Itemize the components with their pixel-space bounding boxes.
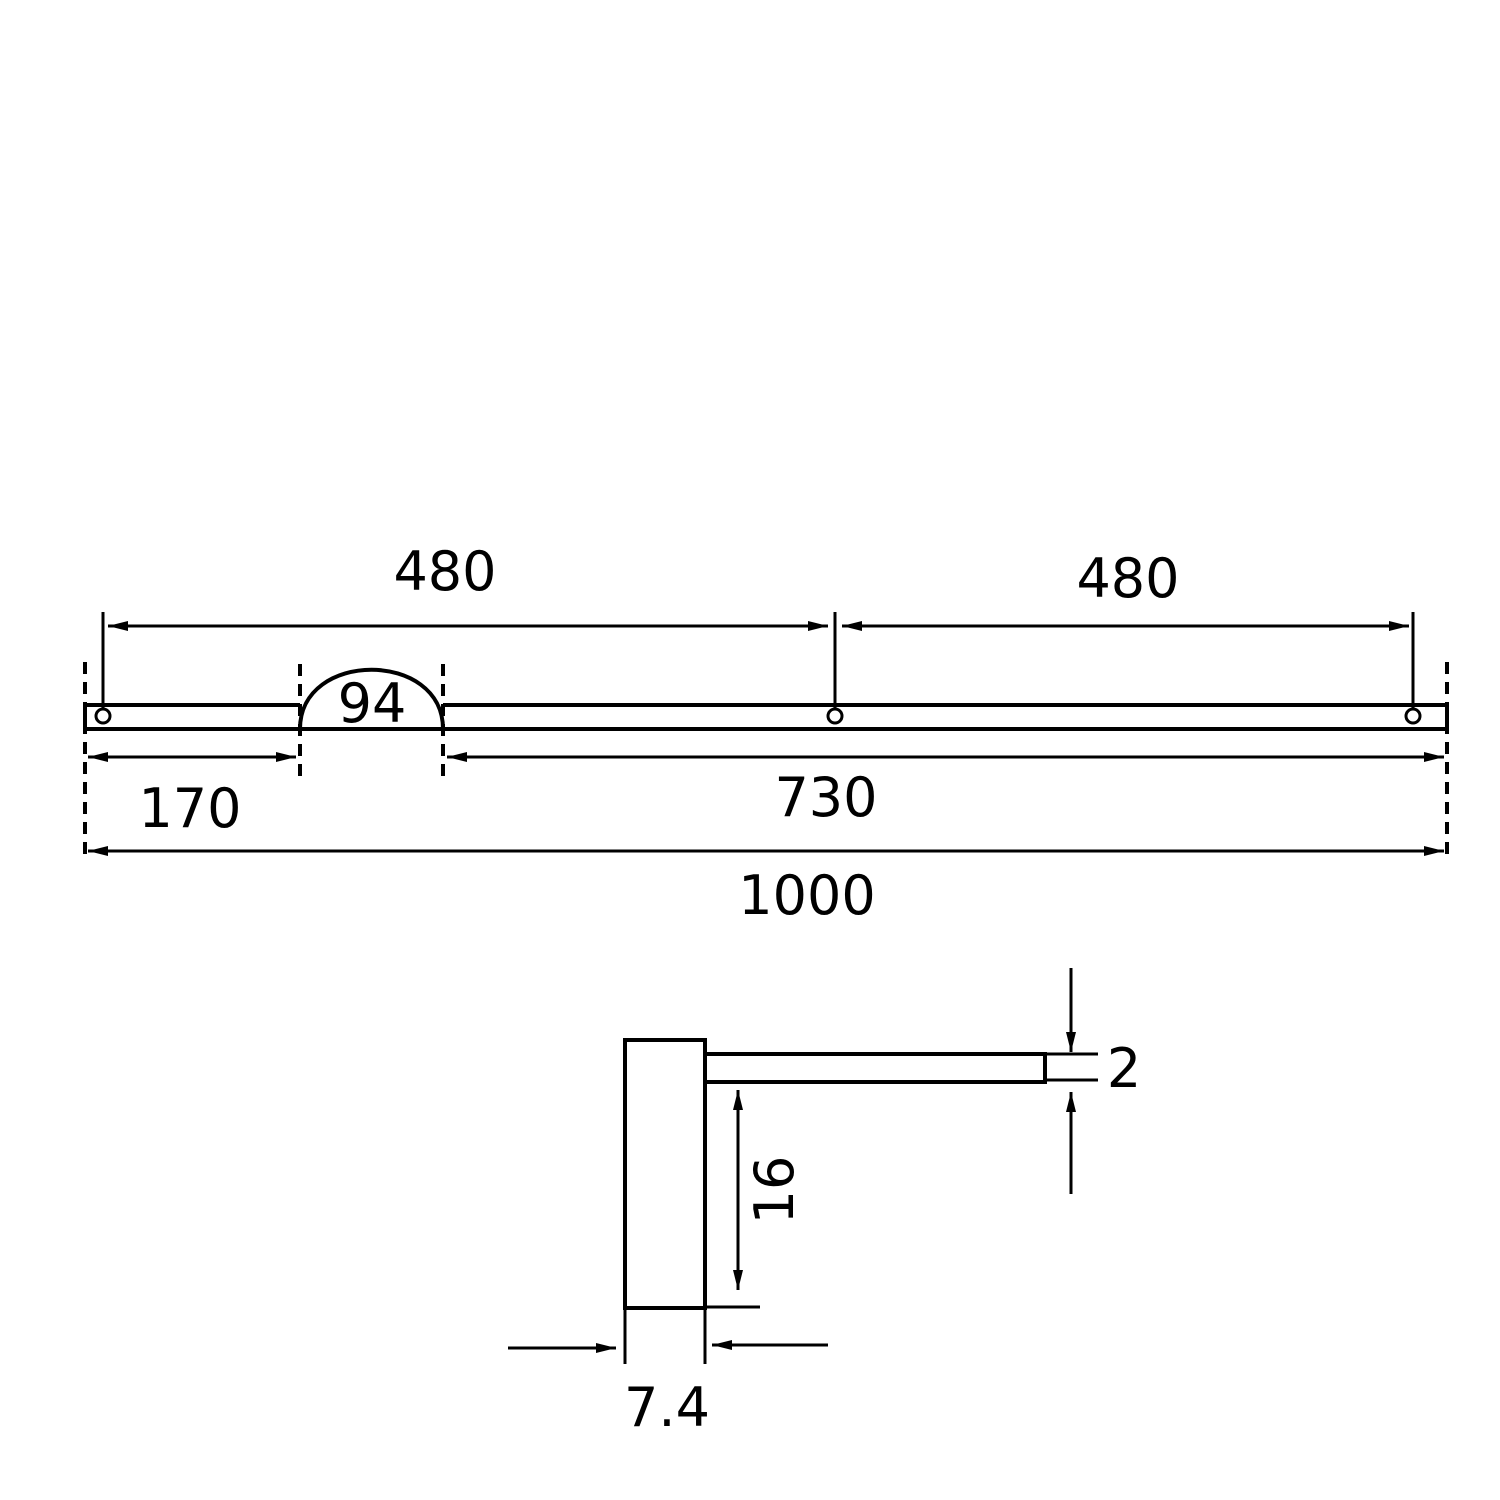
dimension-label-170: 170 [138,777,241,840]
dimension-label-480-right: 480 [1076,547,1179,610]
dimension-label-730: 730 [774,766,877,829]
top-view: 480 480 94 170 730 1000 [83,540,1449,927]
dimension-label-94: 94 [338,672,407,735]
section-base-block [623,1038,707,1310]
mounting-hole-center [826,707,844,725]
dimension-label-2: 2 [1107,1037,1141,1100]
dimension-label-7-4: 7.4 [624,1376,710,1439]
dimension-label-1000: 1000 [738,864,875,927]
bar-arc-notch [298,667,445,730]
mounting-hole-right [1404,707,1422,725]
mounting-hole-left [94,707,112,725]
dimension-label-480-left: 480 [393,540,496,603]
dimension-label-16: 16 [743,1156,806,1225]
section-arm [703,1052,1047,1084]
section-view: 2 16 7.4 [508,968,1141,1439]
